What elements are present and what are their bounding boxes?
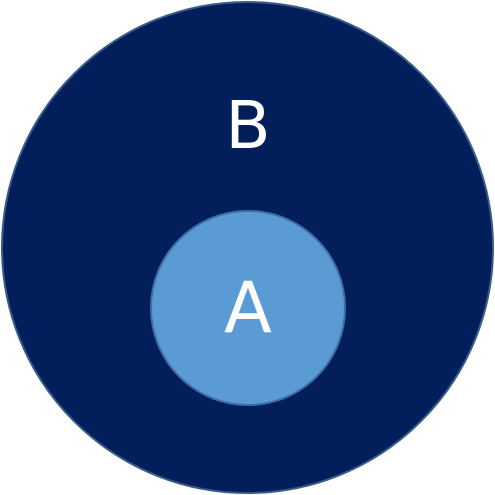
inner-set-label: A: [224, 267, 272, 349]
outer-set-label: B: [225, 87, 270, 164]
inner-set-circle: [150, 210, 346, 406]
